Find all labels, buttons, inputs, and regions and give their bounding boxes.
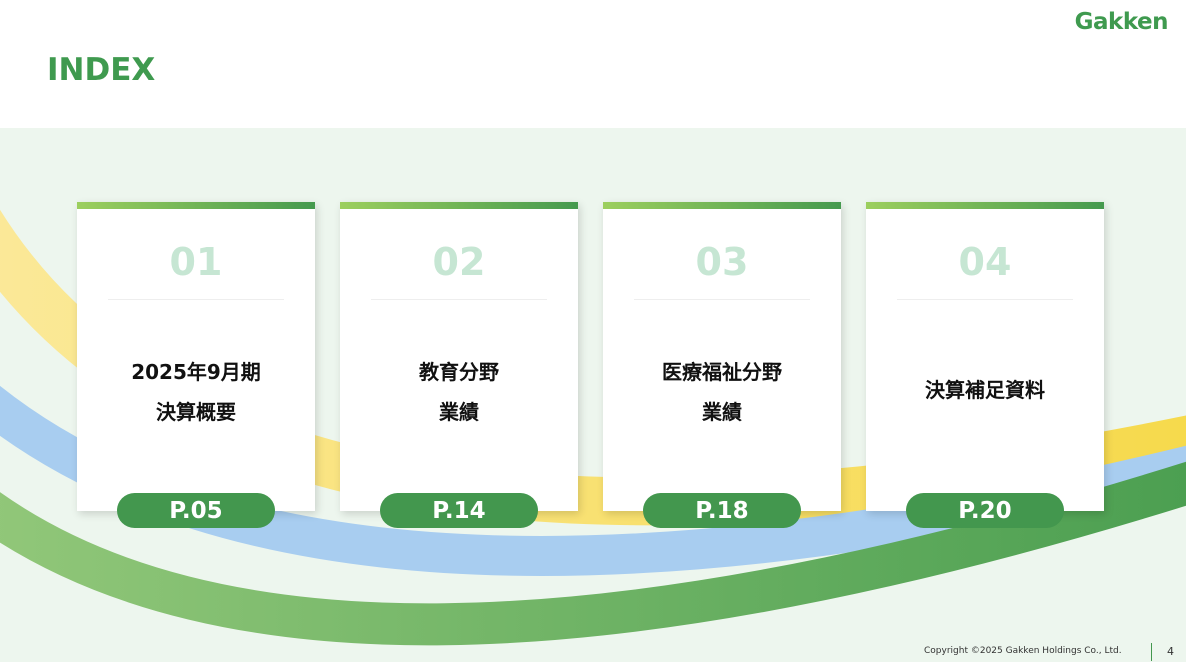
card-title-line: 業績	[439, 400, 479, 424]
green-band	[0, 461, 1186, 646]
page-number: 4	[1167, 645, 1174, 658]
footer-divider	[1151, 643, 1152, 661]
card-title-line: 教育分野	[419, 360, 499, 384]
page-link-button[interactable]: P.20	[906, 493, 1064, 528]
card-title-line: 医療福祉分野	[662, 360, 782, 384]
page-link-button[interactable]: P.14	[380, 493, 538, 528]
card-accent-bar	[866, 202, 1104, 209]
card-number: 04	[958, 240, 1012, 284]
page-link-button[interactable]: P.05	[117, 493, 275, 528]
card-title: 医療福祉分野業績	[603, 352, 841, 432]
page-title: INDEX	[47, 52, 156, 88]
card-title-line: 業績	[702, 400, 742, 424]
card-divider	[371, 299, 547, 300]
gakken-logo: Gakken	[1074, 9, 1169, 35]
card-title: 決算補足資料	[866, 370, 1104, 410]
card-accent-bar	[603, 202, 841, 209]
page-link-button[interactable]: P.18	[643, 493, 801, 528]
index-card-04[interactable]: 04 決算補足資料 P.20	[866, 202, 1104, 528]
header: INDEX Gakken	[0, 0, 1186, 128]
card-title: 教育分野業績	[340, 352, 578, 432]
card-title-line: 決算概要	[156, 400, 236, 424]
index-card-03[interactable]: 03 医療福祉分野業績 P.18	[603, 202, 841, 528]
card-accent-bar	[340, 202, 578, 209]
card-title: 2025年9月期決算概要	[77, 352, 315, 432]
card-number: 02	[432, 240, 486, 284]
index-card-02[interactable]: 02 教育分野業績 P.14	[340, 202, 578, 528]
card-accent-bar	[77, 202, 315, 209]
card-divider	[897, 299, 1073, 300]
card-number: 03	[695, 240, 749, 284]
card-title-line: 決算補足資料	[925, 378, 1045, 402]
card-divider	[634, 299, 810, 300]
card-divider	[108, 299, 284, 300]
index-card-01[interactable]: 01 2025年9月期決算概要 P.05	[77, 202, 315, 528]
index-section: 01 2025年9月期決算概要 P.05 02 教育分野業績 P.14 03 医…	[0, 128, 1186, 662]
copyright: Copyright ©2025 Gakken Holdings Co., Ltd…	[924, 646, 1122, 656]
card-title-line: 2025年9月期	[131, 360, 261, 384]
card-number: 01	[169, 240, 223, 284]
